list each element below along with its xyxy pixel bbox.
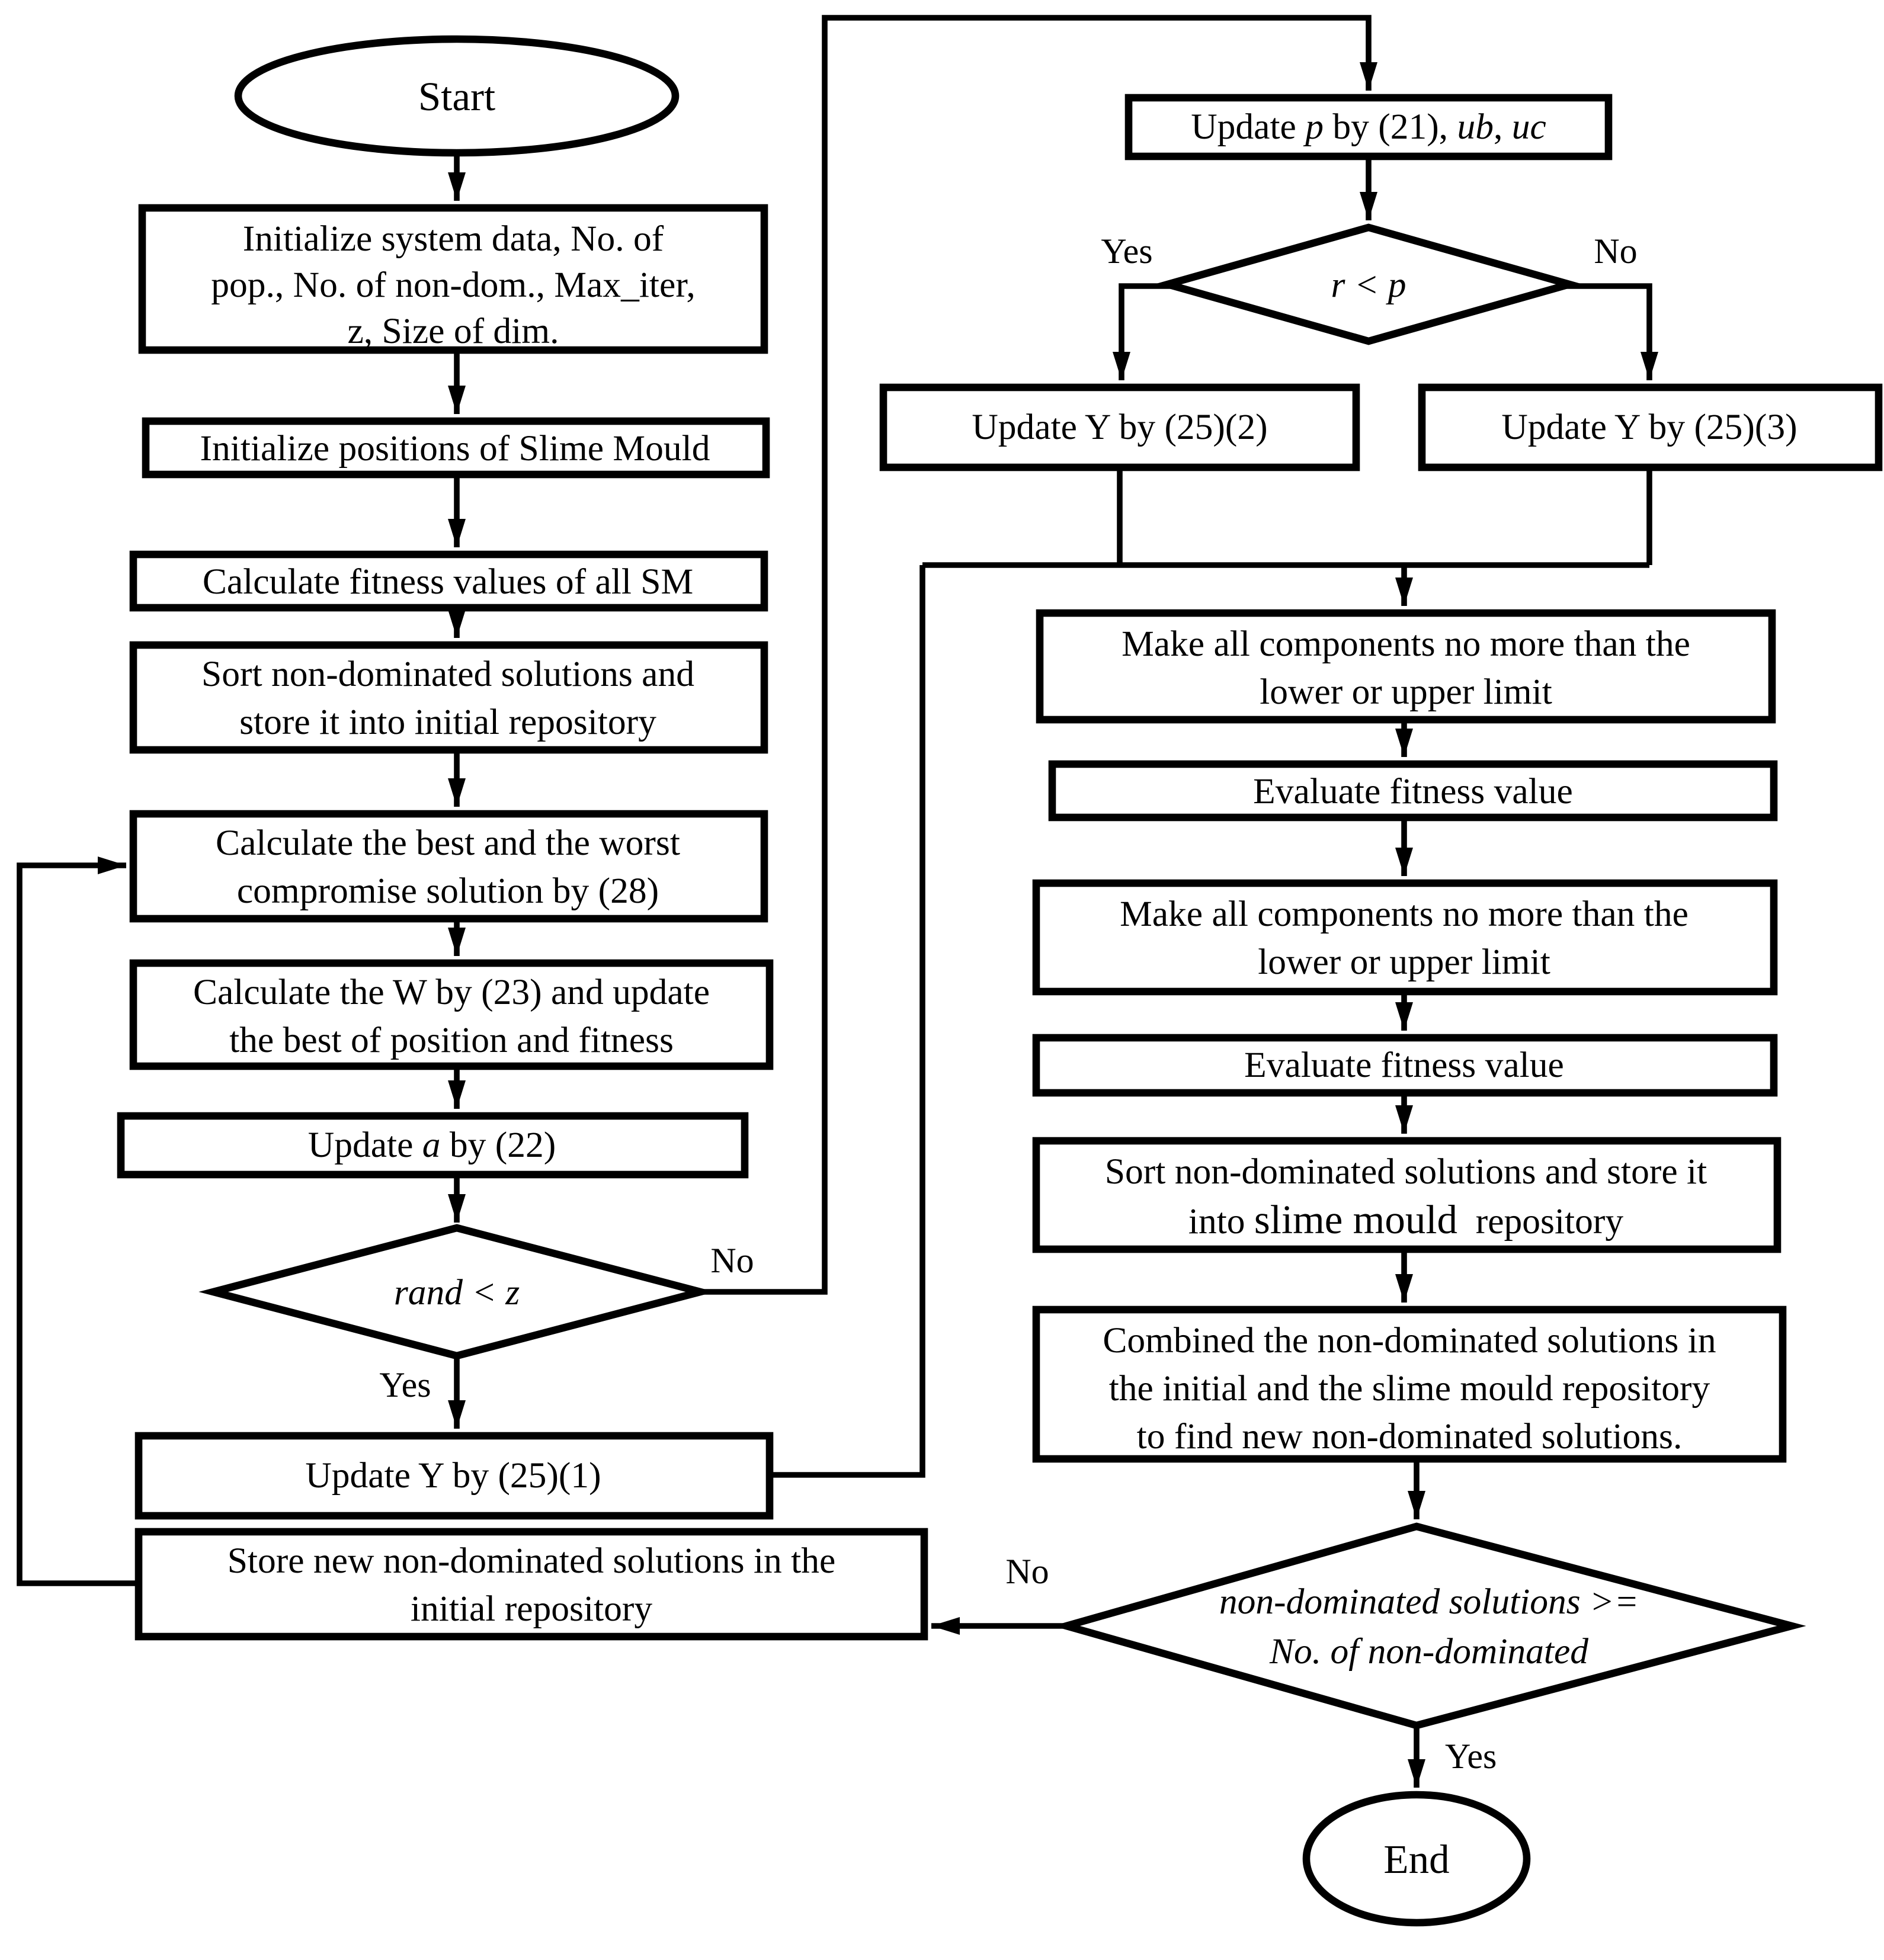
node-update-y3: Update Y by (25)(3): [1418, 383, 1883, 471]
make-limit-1-line1: Make all components no more than the: [1122, 624, 1690, 664]
non-dominated-diamond: [1052, 1522, 1806, 1730]
node-sort-slime-repository: Sort non-dominated solutions and store i…: [1032, 1137, 1782, 1253]
calculate-fitness-label: Calculate fitness values of all SM: [203, 562, 693, 602]
node-store-new-solutions: Store new non-dominated solutions in the…: [134, 1528, 928, 1641]
update-y2-label: Update Y by (25)(2): [972, 407, 1267, 447]
connector-updatey1-to-merge: [770, 565, 925, 1478]
non-dominated-line1: non-dominated solutions >=: [1219, 1582, 1639, 1622]
initialize-data-line3: z, Size of dim.: [348, 311, 559, 351]
rand-z-diamond: [198, 1224, 715, 1360]
start-label: Start: [418, 74, 495, 119]
update-y3-label: Update Y by (25)(3): [1501, 407, 1797, 447]
node-make-limit-2: Make all components no more than the low…: [1032, 879, 1778, 996]
decision-r-p: r < p: [1154, 223, 1584, 345]
node-sort-initial-repository: Sort non-dominated solutions and store i…: [129, 641, 768, 754]
node-update-a: Update a by (22): [117, 1112, 749, 1179]
update-a-label: Update a by (22): [308, 1125, 556, 1165]
r-p-diamond: [1154, 223, 1584, 345]
r-p-no-label: No: [1594, 232, 1637, 271]
best-worst-line1: Calculate the best and the worst: [216, 823, 680, 863]
sort-slime-line2: into slime mould repository: [1188, 1197, 1624, 1242]
connector-rp-yes-to-updatey2: [1113, 283, 1171, 380]
evaluate-fitness-2-label: Evaluate fitness value: [1244, 1045, 1564, 1085]
node-evaluate-fitness-1: Evaluate fitness value: [1048, 760, 1778, 822]
node-best-worst-compromise: Calculate the best and the worst comprom…: [129, 810, 768, 923]
evaluate-fitness-1-label: Evaluate fitness value: [1253, 771, 1573, 811]
node-initialize-data: Initialize system data, No. of pop., No.…: [138, 204, 768, 354]
connector-rp-no-to-updatey3: [1566, 283, 1658, 380]
decision-rand-z: rand < z: [198, 1224, 715, 1360]
check-yes-label: Yes: [1445, 1737, 1497, 1776]
start-ellipse: [234, 35, 680, 157]
sort-initial-line2: store it into initial repository: [239, 702, 656, 742]
node-start: Start: [234, 35, 680, 157]
calculate-w-line1: Calculate the W by (23) and update: [193, 972, 710, 1012]
update-p-label: Update p by (21), ub, uc: [1191, 107, 1546, 147]
initialize-data-line1: Initialize system data, No. of: [243, 219, 664, 259]
node-calculate-w: Calculate the W by (23) and update the b…: [129, 959, 774, 1070]
rand-z-no-label: No: [710, 1241, 754, 1280]
non-dominated-line2: No. of non-dominated: [1269, 1631, 1588, 1672]
initialize-positions-label: Initialize positions of Slime Mould: [200, 428, 710, 469]
make-limit-2-line2: lower or upper limit: [1258, 942, 1550, 982]
node-update-p: Update p by (21), ub, uc: [1124, 94, 1613, 161]
rand-z-label: rand < z: [394, 1272, 520, 1313]
node-initialize-positions: Initialize positions of Slime Mould: [142, 417, 770, 479]
connector-loop-store-to-bestworst: [17, 857, 139, 1586]
node-combined-solutions: Combined the non-dominated solutions in …: [1032, 1305, 1787, 1463]
combined-line1: Combined the non-dominated solutions in: [1103, 1320, 1716, 1361]
node-evaluate-fitness-2: Evaluate fitness value: [1032, 1034, 1778, 1097]
make-limit-1-line2: lower or upper limit: [1260, 672, 1552, 712]
rand-z-yes-label: Yes: [379, 1365, 431, 1404]
store-new-line2: initial repository: [411, 1589, 652, 1629]
combined-line2: the initial and the slime mould reposito…: [1109, 1368, 1710, 1409]
initialize-data-line2: pop., No. of non-dom., Max_iter,: [211, 265, 695, 305]
end-ellipse: [1302, 1791, 1531, 1927]
sort-slime-line1: Sort non-dominated solutions and store i…: [1105, 1151, 1707, 1192]
connector-randz-no-to-updatep: [697, 15, 1377, 1295]
node-end: End: [1302, 1791, 1531, 1927]
store-new-line1: Store new non-dominated solutions in the: [228, 1541, 836, 1581]
node-make-limit-1: Make all components no more than the low…: [1036, 609, 1776, 724]
decision-non-dominated-count: non-dominated solutions >= No. of non-do…: [1052, 1522, 1806, 1730]
make-limit-2-line1: Make all components no more than the: [1120, 894, 1688, 934]
check-no-label: No: [1005, 1552, 1049, 1591]
node-update-y2: Update Y by (25)(2): [879, 383, 1360, 471]
calculate-w-line2: the best of position and fitness: [229, 1020, 674, 1060]
node-update-y1: Update Y by (25)(1): [134, 1432, 774, 1520]
update-y1-label: Update Y by (25)(1): [305, 1455, 601, 1496]
node-calculate-fitness: Calculate fitness values of all SM: [129, 550, 768, 612]
r-p-yes-label: Yes: [1101, 232, 1152, 271]
best-worst-line2: compromise solution by (28): [237, 871, 659, 911]
sort-initial-line1: Sort non-dominated solutions and: [201, 654, 694, 694]
r-p-label: r < p: [1331, 265, 1406, 305]
combined-line3: to find new non-dominated solutions.: [1137, 1416, 1683, 1457]
end-label: End: [1383, 1837, 1449, 1882]
